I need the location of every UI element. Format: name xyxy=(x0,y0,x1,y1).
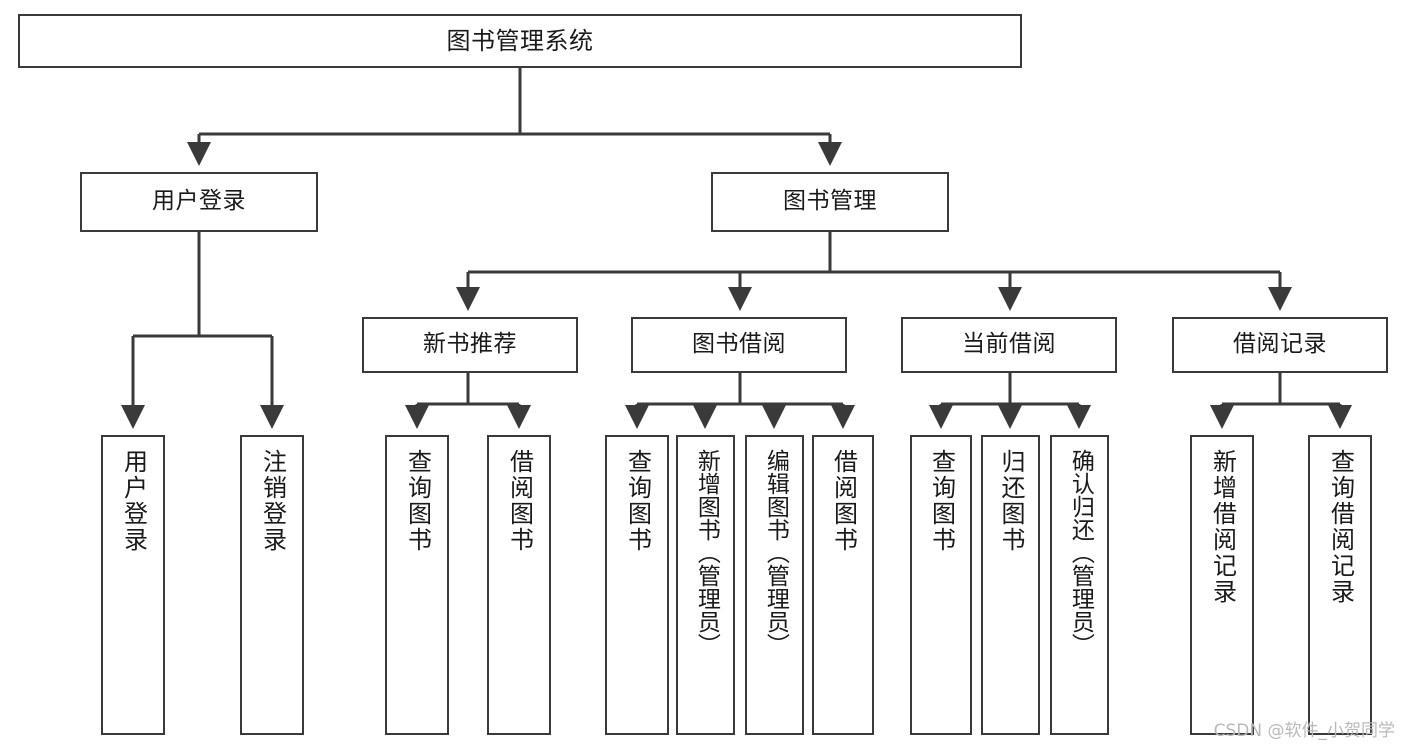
leaf-user-login[interactable]: 用户登录 xyxy=(101,435,165,735)
watermark: CSDN @软件_小贺同学 xyxy=(1213,721,1395,741)
node-current-borrow[interactable]: 当前借阅 xyxy=(901,317,1117,373)
node-borrow-record[interactable]: 借阅记录 xyxy=(1172,317,1388,373)
leaf-query-borrow-record[interactable]: 查询借阅记录 xyxy=(1308,435,1372,735)
node-label: 确认归还（管理员） xyxy=(1067,449,1094,656)
leaf-edit-book-admin[interactable]: 编辑图书（管理员） xyxy=(745,435,804,735)
leaf-user-logout[interactable]: 注销登录 xyxy=(240,435,304,735)
node-label: 注销登录 xyxy=(258,449,287,553)
leaf-borrow-book-recommend[interactable]: 借阅图书 xyxy=(487,435,551,735)
leaf-add-borrow-record[interactable]: 新增借阅记录 xyxy=(1190,435,1254,735)
node-book-management[interactable]: 图书管理 xyxy=(711,172,949,232)
node-root-book-management-system[interactable]: 图书管理系统 xyxy=(18,14,1022,68)
node-label: 用户登录 xyxy=(152,188,246,215)
leaf-confirm-return-admin[interactable]: 确认归还（管理员） xyxy=(1050,435,1109,735)
node-label: 查询借阅记录 xyxy=(1326,449,1355,605)
leaf-query-book-current[interactable]: 查询图书 xyxy=(910,435,972,735)
node-user-login[interactable]: 用户登录 xyxy=(80,172,318,232)
leaf-query-book-recommend[interactable]: 查询图书 xyxy=(385,435,449,735)
node-label: 新增借阅记录 xyxy=(1208,449,1237,605)
node-new-book-recommend[interactable]: 新书推荐 xyxy=(362,317,578,373)
node-label: 借阅图书 xyxy=(505,449,534,553)
node-label: 图书借阅 xyxy=(692,331,786,358)
node-label: 新书推荐 xyxy=(423,331,517,358)
node-label: 查询图书 xyxy=(403,449,432,553)
node-label: 借阅记录 xyxy=(1233,331,1327,358)
node-label: 查询图书 xyxy=(623,449,652,553)
node-label: 图书管理系统 xyxy=(446,26,594,55)
leaf-return-book[interactable]: 归还图书 xyxy=(981,435,1040,735)
leaf-borrow-book-borrow[interactable]: 借阅图书 xyxy=(812,435,874,735)
node-label: 当前借阅 xyxy=(962,331,1056,358)
leaf-add-book-admin[interactable]: 新增图书（管理员） xyxy=(676,435,735,735)
node-label: 查询图书 xyxy=(927,449,956,553)
node-label: 借阅图书 xyxy=(829,449,858,553)
node-label: 归还图书 xyxy=(996,449,1025,553)
node-label: 用户登录 xyxy=(119,449,148,553)
node-book-borrow[interactable]: 图书借阅 xyxy=(631,317,847,373)
node-label: 编辑图书（管理员） xyxy=(762,449,789,656)
leaf-query-book-borrow[interactable]: 查询图书 xyxy=(605,435,669,735)
node-label: 新增图书（管理员） xyxy=(693,449,720,656)
node-label: 图书管理 xyxy=(783,188,877,215)
